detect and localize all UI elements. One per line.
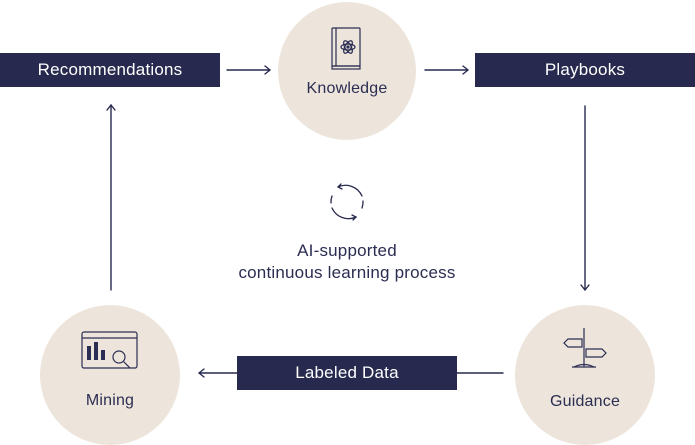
- playbooks-label: Playbooks: [544, 60, 626, 79]
- center-caption-line-2: continuous learning process: [238, 263, 456, 282]
- mining-label: Mining: [85, 392, 135, 409]
- chart-magnifier-icon: [81, 331, 138, 369]
- knowledge-circle: [278, 2, 416, 140]
- center-caption: AI-supported continuous learning process: [197, 240, 497, 284]
- center-caption-line-1: AI-supported: [297, 241, 397, 260]
- labeled-data-node: Labeled Data: [237, 356, 457, 390]
- arrow-recommendations-to-knowledge: [226, 65, 271, 75]
- knowledge-label: Knowledge: [306, 80, 388, 97]
- recommendations-node: Recommendations: [0, 53, 220, 87]
- cycle-arrows-icon: [330, 183, 364, 221]
- arrow-playbooks-to-guidance: [580, 105, 590, 291]
- signpost-icon: [563, 328, 607, 368]
- playbooks-node: Playbooks: [475, 53, 695, 87]
- book-atom-icon: [331, 27, 361, 70]
- labeled-data-label: Labeled Data: [295, 363, 399, 382]
- arrow-mining-to-recommendations: [106, 104, 116, 291]
- recommendations-label: Recommendations: [37, 60, 183, 79]
- guidance-circle: [515, 305, 655, 445]
- arrow-knowledge-to-playbooks: [424, 65, 469, 75]
- guidance-label: Guidance: [549, 393, 621, 410]
- arrow-labeled-data-to-mining: [198, 368, 238, 378]
- mining-circle: [40, 305, 180, 445]
